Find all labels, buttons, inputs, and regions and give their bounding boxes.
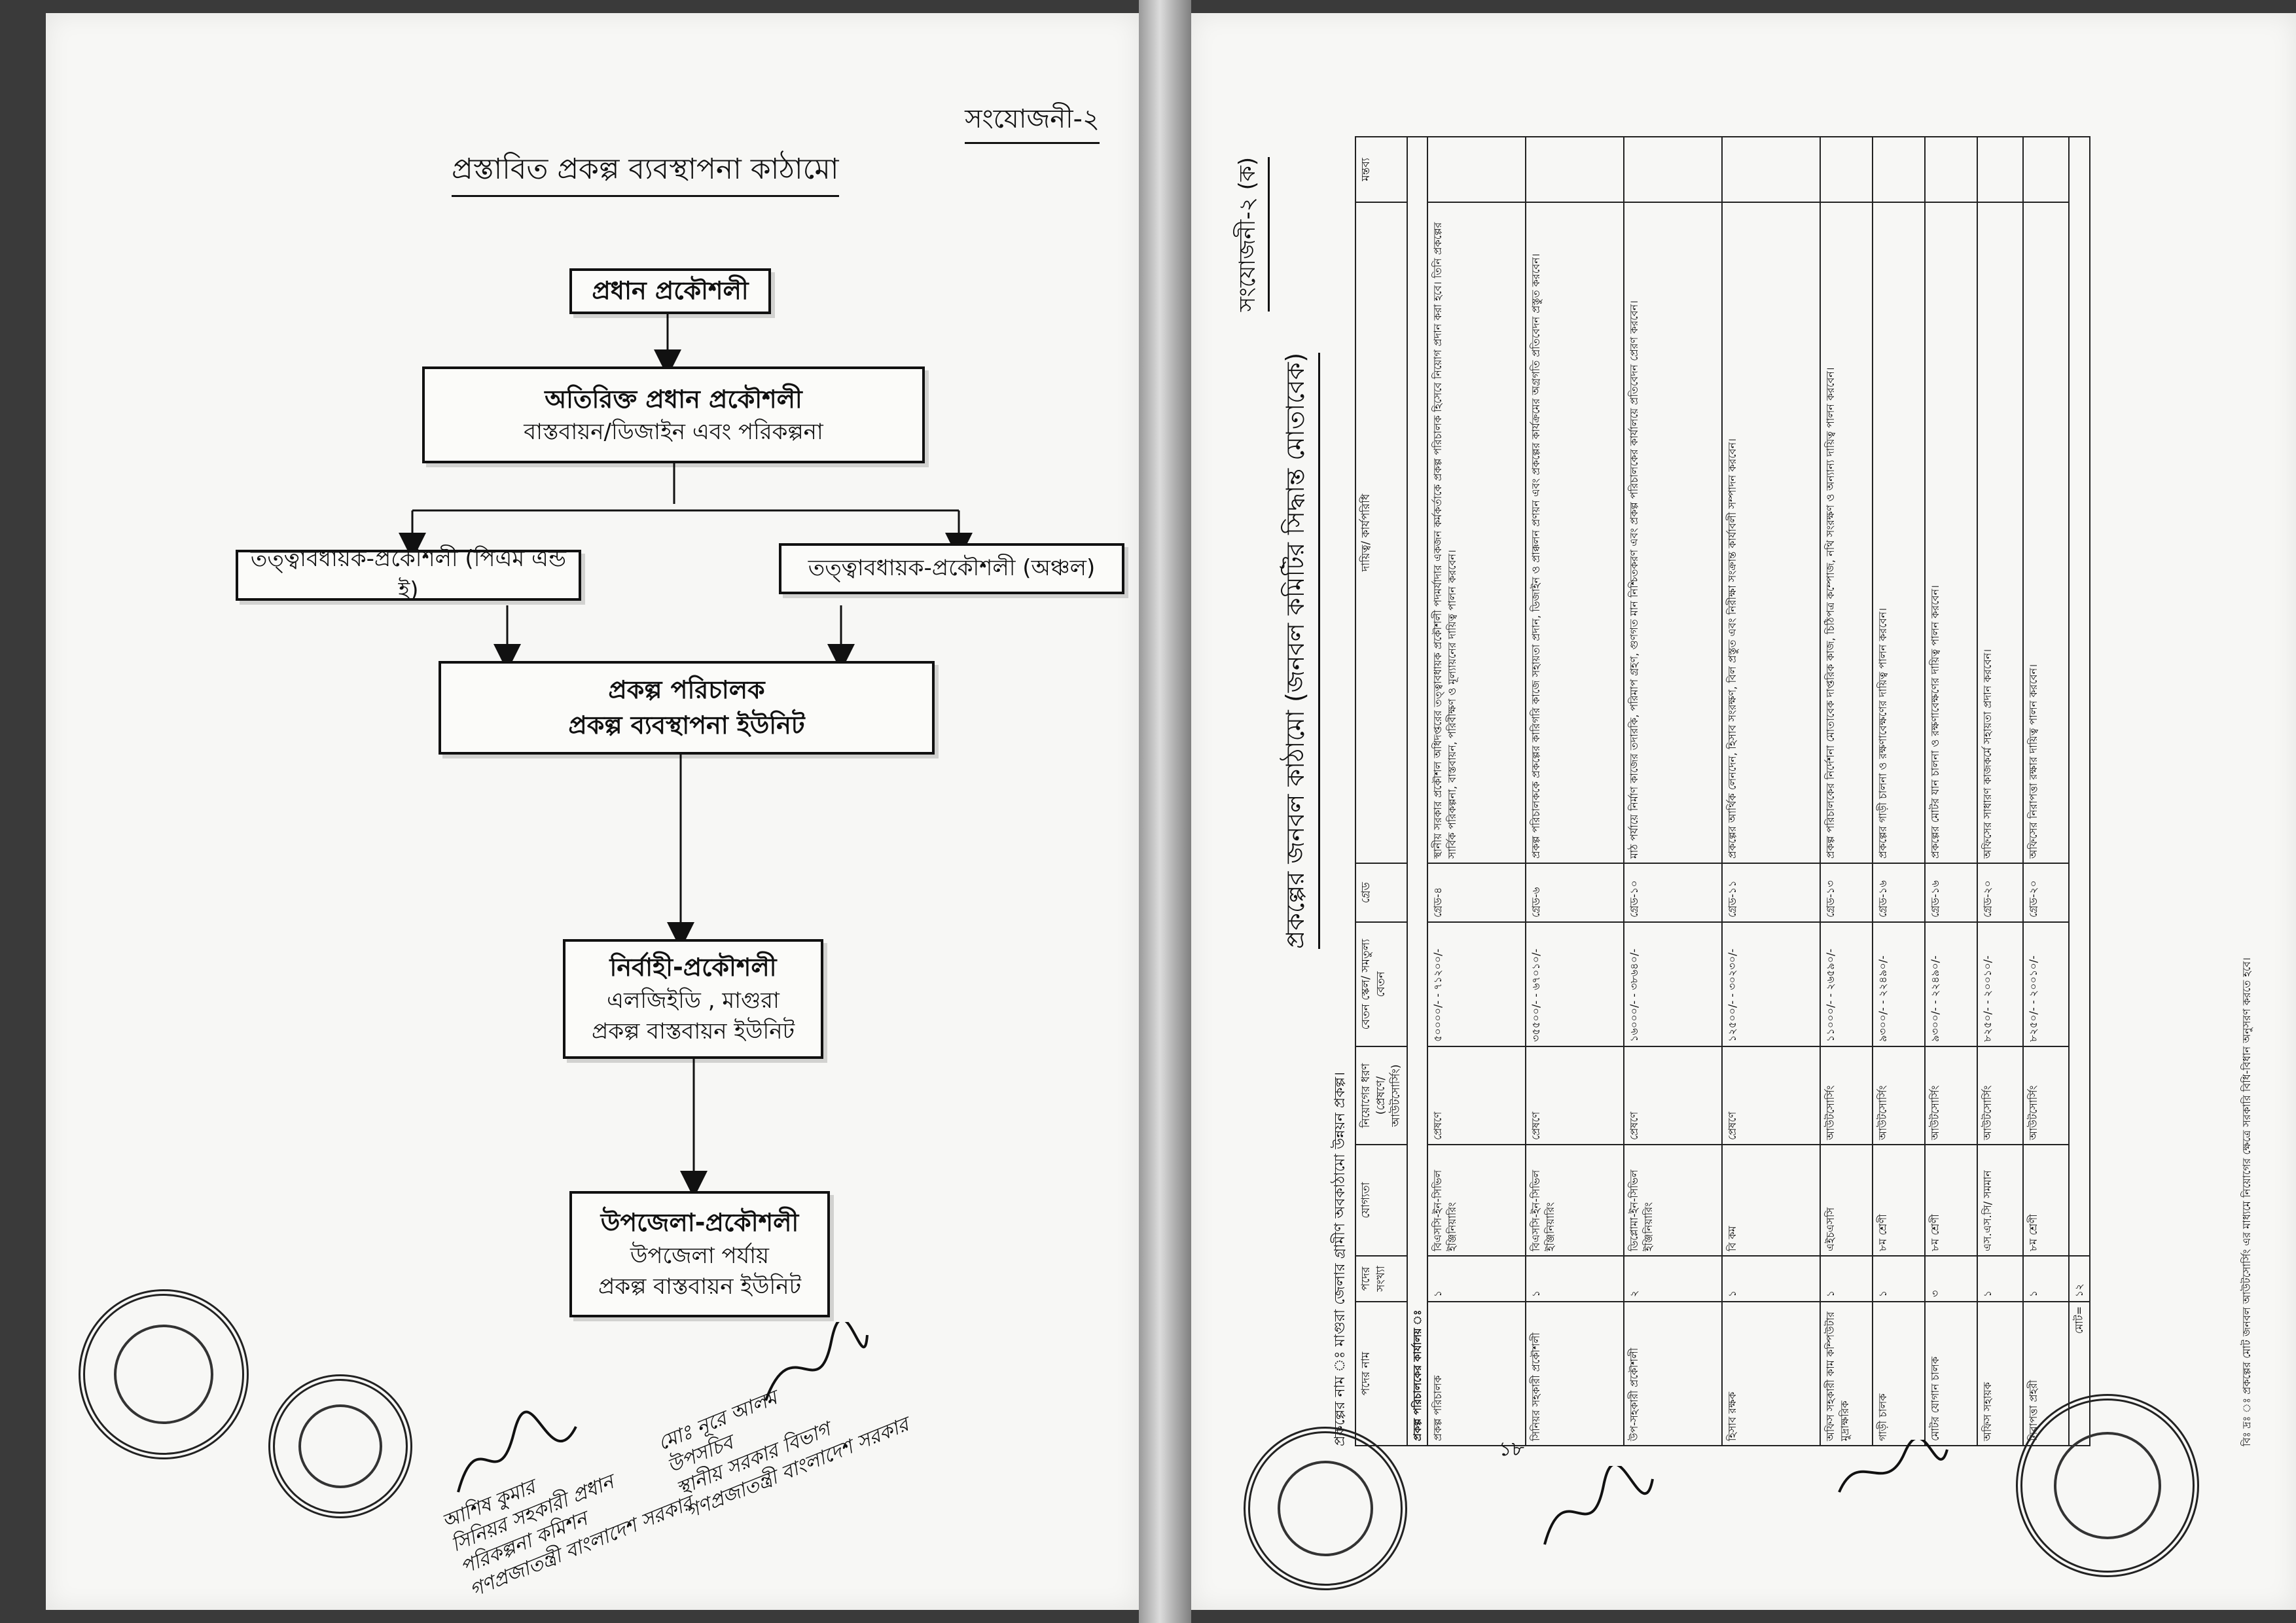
total-value: ১২ [2069, 1256, 2090, 1302]
table-header-row: পদের নাম পদের সংখ্যা যোগ্যতা নিয়োগের ধর… [1355, 137, 1407, 1446]
box-upazila-engineer: উপজেলা-প্রকৌশলী উপজেলা পর্যায় প্রকল্প ব… [569, 1191, 830, 1317]
book-gutter [1139, 0, 1191, 1623]
page-number: ১৮ [1499, 1438, 1524, 1461]
manpower-table-rotated: সংযোজনী-২ (ক) প্রকল্পের জনবল কাঠামো (জনব… [1230, 137, 2265, 1446]
official-seal-left-1 [79, 1289, 249, 1459]
signature-scribble-1 [457, 1410, 577, 1493]
left-page: সংযোজনী-২ প্রস্তাবিত প্রকল্প ব্যবস্থাপনা… [46, 13, 1139, 1610]
box-executive-engineer: নির্বাহী-প্রকৌশলী এলজিইডি , মাগুরা প্রকল… [563, 939, 823, 1059]
right-page [1191, 13, 2296, 1610]
col-qualification: যোগ্যতা [1355, 1145, 1407, 1256]
col-remarks: মন্তব্য [1355, 137, 1407, 202]
annex-label: সংযোজনী-২ [965, 98, 1100, 144]
box-se-pme: তত্ত্বাবধায়ক-প্রকৌশলী (পিএম এন্ড ই) [236, 546, 581, 603]
section-row: প্রকল্প পরিচালকের কার্যালয় ঃ [1407, 137, 1428, 1446]
signature-scribble-4 [1838, 1440, 1948, 1493]
col-grade: গ্রেড [1355, 863, 1407, 922]
table-footnote: বিঃ দ্রঃ ঃ প্রকল্পের মোট জনবল আউটসোর্সিং… [2240, 957, 2253, 1446]
box-chief-engineer: প্রধান প্রকৌশলী [569, 268, 771, 314]
signature-scribble-3 [1543, 1466, 1654, 1545]
total-row: মোট= ১২ [2069, 137, 2090, 1446]
col-duties: দায়িত্ব/ কার্যপরিধি [1355, 202, 1407, 863]
official-seal-left-2 [268, 1374, 412, 1518]
official-seal-right-1 [1244, 1427, 1407, 1590]
official-seal-right-2 [2016, 1394, 2199, 1577]
org-chart-connectors [399, 311, 973, 1198]
col-post: পদের নাম [1355, 1302, 1407, 1446]
manpower-table: পদের নাম পদের সংখ্যা যোগ্যতা নিয়োগের ধর… [1355, 136, 2090, 1446]
project-name: প্রকল্পের নাম ঃ মাগুরা জেলার গ্রামীণ অবক… [1332, 1071, 1348, 1446]
col-appointment-type: নিয়োগের ধরণ (প্রেষণে/আউটসোর্সিং) [1355, 1046, 1407, 1145]
box-project-director: প্রকল্প পরিচালক প্রকল্প ব্যবস্থাপনা ইউনি… [439, 661, 935, 755]
col-pay-scale: বেতন স্কেল/ সমতুল্য বেতন [1355, 922, 1407, 1046]
box-additional-chief-engineer: অতিরিক্ত প্রধান প্রকৌশলী বাস্তবায়ন/ডিজা… [422, 366, 925, 463]
box-se-zone: তত্ত্বাবধায়ক-প্রকৌশলী (অঞ্চল) [779, 543, 1124, 594]
org-chart-title: প্রস্তাবিত প্রকল্প ব্যবস্থাপনা কাঠামো [452, 147, 839, 197]
annex-label-right: সংযোজনী-২ (ক) [1230, 157, 1270, 312]
col-count: পদের সংখ্যা [1355, 1256, 1407, 1302]
manpower-table-title: প্রকল্পের জনবল কাঠামো (জনবল কমিটির সিদ্ধ… [1276, 352, 1320, 949]
signature-scribble-2 [764, 1322, 869, 1401]
